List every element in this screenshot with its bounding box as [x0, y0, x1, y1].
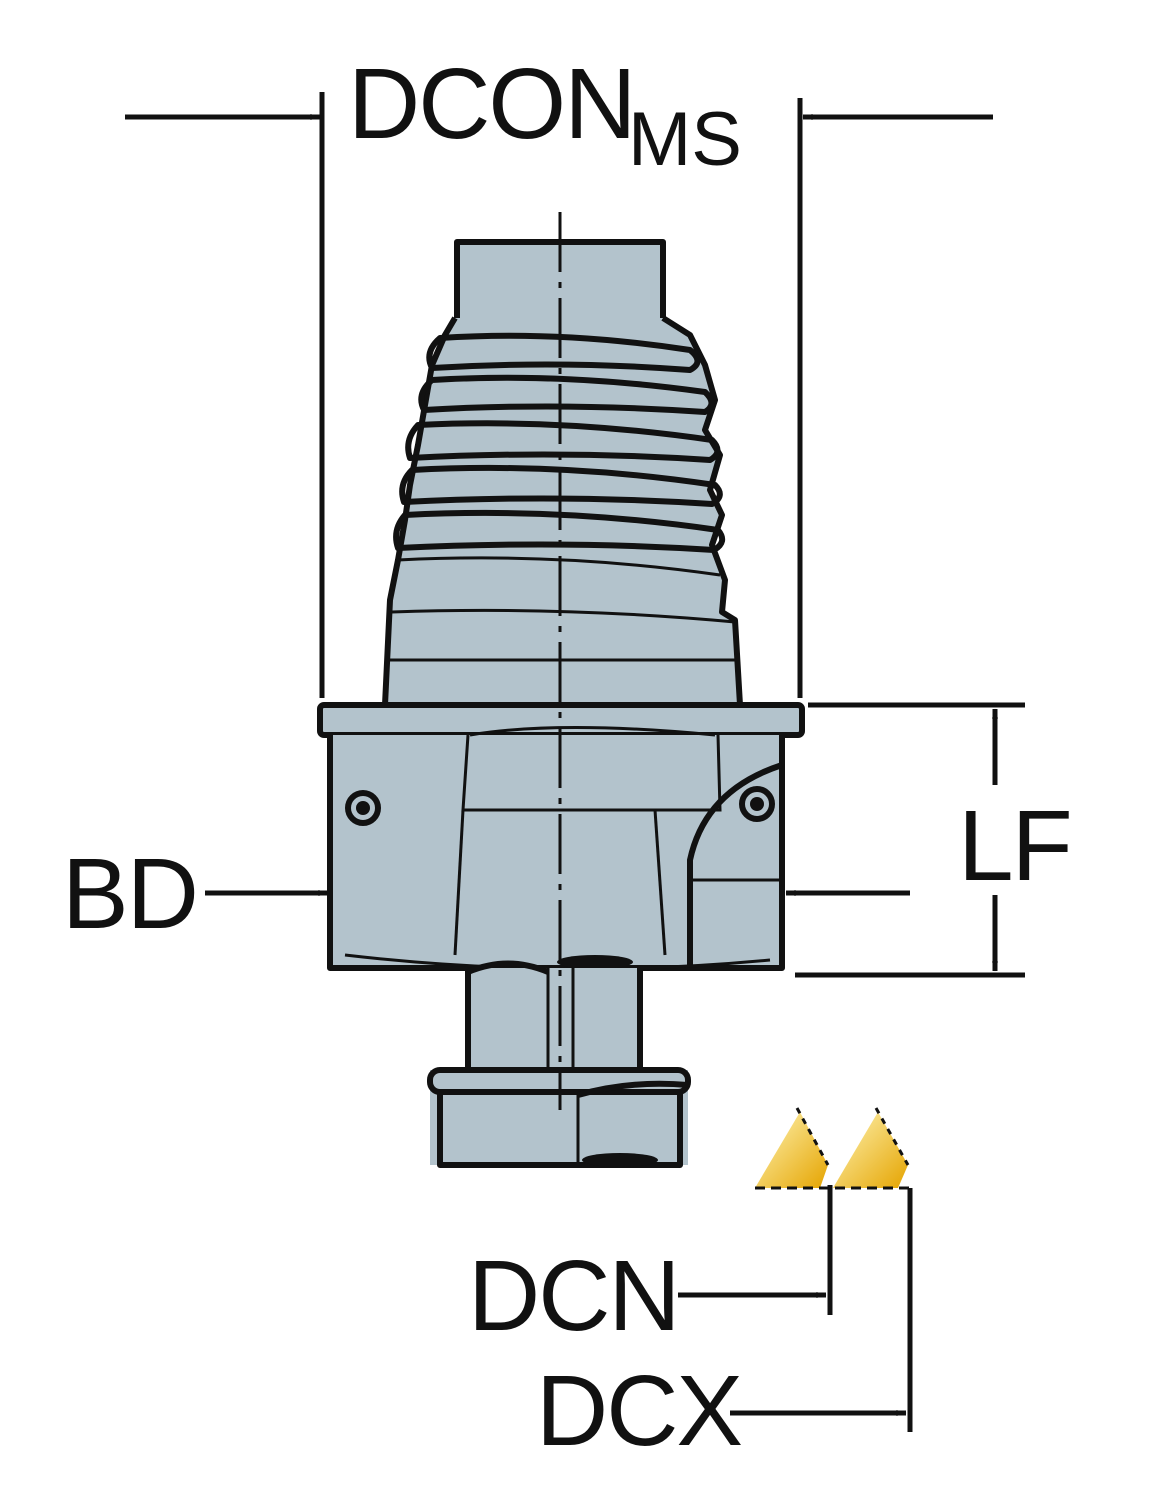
dcn-dimension: DCN: [468, 1185, 833, 1352]
dcx-dimension: DCX: [536, 1188, 913, 1467]
insert-2: [833, 1112, 908, 1188]
bd-label: BD: [62, 838, 197, 950]
dcon-dimension: DCON MS: [125, 48, 993, 698]
bd-dimension: BD: [62, 838, 910, 950]
cutting-inserts: [755, 1107, 910, 1190]
lf-dimension: LF: [795, 702, 1073, 978]
threaded-shank: [382, 239, 743, 706]
dcn-label: DCN: [468, 1240, 679, 1352]
lower-pilot: [427, 960, 691, 1168]
lf-label: LF: [958, 790, 1071, 902]
insert-1: [755, 1112, 828, 1188]
head-body: [327, 726, 785, 971]
dcx-label: DCX: [536, 1355, 741, 1467]
dcon-sub-label: MS: [628, 97, 742, 182]
dcon-label: DCON: [348, 48, 634, 160]
